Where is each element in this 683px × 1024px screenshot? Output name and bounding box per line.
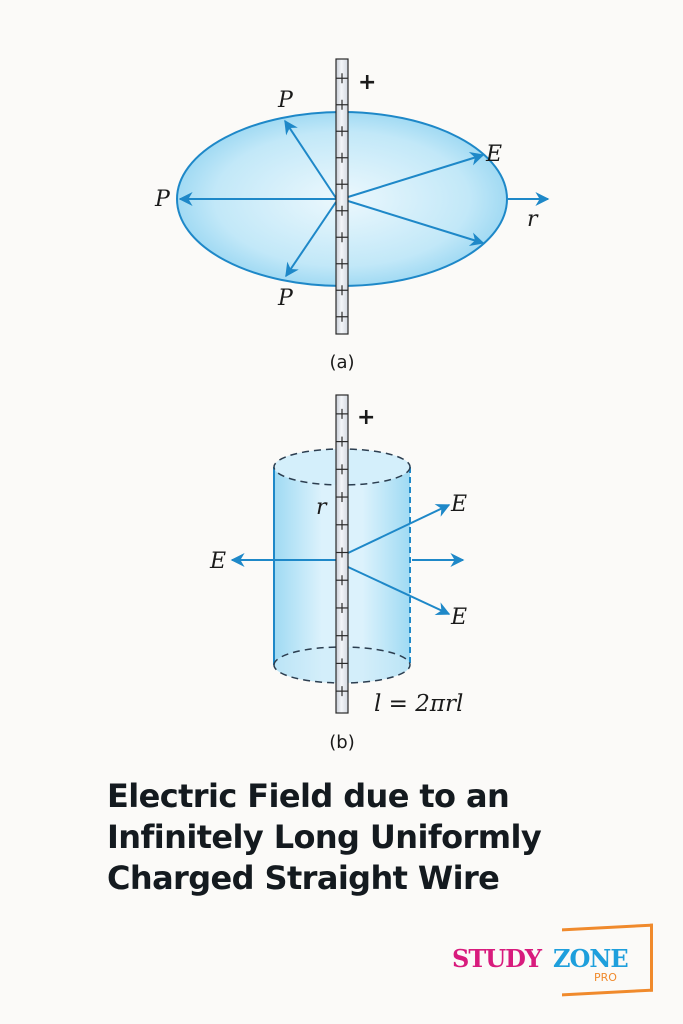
caption-a: (a)	[329, 352, 354, 373]
area-formula: l = 2πrl	[374, 691, 463, 717]
charged-wire-a	[335, 58, 349, 335]
electric-field-diagrams: + P P P E r (a) + r E E E l = 2πrl	[154, 58, 550, 753]
wire-charge-marks	[336, 73, 348, 322]
point-label-top: P	[277, 88, 294, 113]
logo-word-study: STUDY	[452, 944, 542, 973]
radius-label-b: r	[316, 495, 328, 520]
title-line-3: Charged Straight Wire	[107, 859, 500, 897]
wire-charge-marks	[336, 408, 348, 697]
charged-wire-b	[335, 394, 349, 714]
studyzone-logo: STUDY ZONE PRO	[452, 922, 653, 997]
wire-body	[335, 58, 349, 335]
field-arrow-up-left	[284, 119, 337, 199]
title-line-1: Electric Field due to an	[107, 777, 510, 815]
point-label-bottom: P	[277, 286, 294, 311]
logo-word-pro: PRO	[594, 971, 617, 984]
field-arrows-a	[178, 119, 550, 278]
field-arrow-down-left	[285, 201, 337, 278]
field-arrow-up-right-b	[347, 504, 451, 554]
page-title: Electric Field due to an Infinitely Long…	[107, 776, 577, 899]
field-arrow-up-right	[347, 152, 485, 198]
point-label-left: P	[154, 187, 171, 212]
field-arrow-down-right	[347, 200, 485, 246]
field-label-a: E	[485, 142, 502, 167]
charge-sign-a: +	[358, 70, 376, 95]
diagram-a: + P P P E r (a)	[154, 58, 550, 373]
field-label-left-b: E	[209, 549, 226, 574]
logo-word-zone: ZONE	[553, 944, 629, 973]
title-line-2: Infinitely Long Uniformly	[107, 818, 542, 856]
charge-sign-b: +	[357, 405, 375, 430]
field-arrow-down-right-b	[347, 566, 451, 616]
field-arrows-b	[230, 504, 465, 616]
radius-label-a: r	[527, 207, 539, 232]
caption-b: (b)	[329, 732, 354, 753]
diagram-b: + r E E E l = 2πrl (b)	[209, 394, 467, 753]
field-label-upper-b: E	[450, 492, 467, 517]
field-label-lower-b: E	[450, 605, 467, 630]
